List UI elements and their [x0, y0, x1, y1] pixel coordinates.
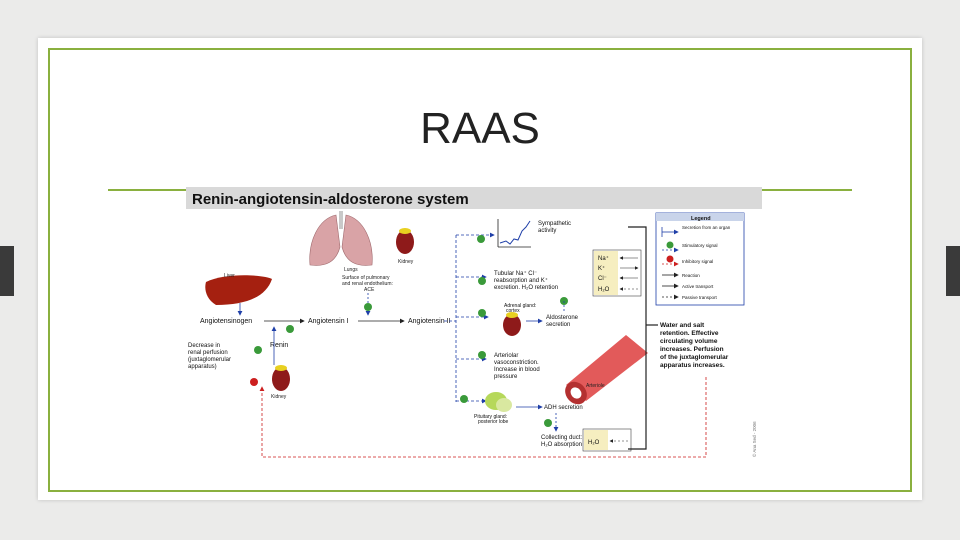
lungs-icon — [309, 211, 373, 266]
tubular-stimulus-icon — [478, 277, 486, 285]
pituitary-label-2: posterior lobe — [478, 419, 509, 425]
pituitary-icon — [485, 392, 512, 412]
angiotensin-1-label: Angiotensin I — [308, 318, 349, 325]
right-tab-decoration — [946, 246, 960, 296]
angiotensin-2-label: Angiotensin II — [408, 318, 450, 325]
sympathetic-graph-icon — [497, 219, 531, 248]
legend-item-secretion: Secretion from an organ — [682, 225, 731, 230]
summary-line-6: apparatus increases. — [660, 362, 725, 369]
legend-item-passive: Passive transport — [682, 295, 718, 300]
legend-item-active: Active transport — [682, 284, 714, 289]
legend-item-stimulatory: Stimulatory signal — [682, 243, 718, 248]
kidney-icon-top — [396, 228, 414, 254]
tubular-label-3: excretion. H₂O retention — [494, 285, 558, 291]
diagram-header-bar — [186, 187, 762, 209]
sympathetic-label-1: Sympathetic — [538, 221, 571, 227]
aldosterone-label-1: Aldosterone — [546, 315, 579, 321]
arteriolar-label-2: vasoconstriction. — [494, 360, 539, 366]
summary-line-2: retention. Effective — [660, 330, 719, 337]
arteriole-label: Arteriole — [586, 383, 605, 389]
sympathetic-label-2: activity — [538, 228, 556, 234]
legend-stimulatory-icon — [666, 241, 674, 249]
pituitary-stimulus-icon — [460, 395, 468, 403]
adrenal-label-1: Adrenal gland: — [504, 303, 536, 309]
legend-header-bar — [656, 213, 744, 221]
h2o-label: H₂O — [588, 440, 600, 446]
ace-label-2: and renal endothelium: — [342, 281, 393, 287]
legend-title: Legend — [691, 216, 711, 222]
ion-h2o: H₂O — [598, 287, 610, 293]
ion-na: Na⁺ — [598, 255, 609, 262]
summary-line-4: increases. Perfusion — [660, 346, 724, 353]
feedback-loop — [259, 377, 707, 458]
summary-line-1: Water and salt — [660, 322, 705, 329]
ace-stimulus-icon — [364, 303, 372, 311]
angiotensinogen-label: Angiotensinogen — [200, 318, 252, 325]
renin-stimulus-icon — [286, 325, 294, 333]
adh-label: ADH secretion — [544, 405, 583, 411]
credit-label: © Ana Sed - 2006 — [751, 421, 757, 457]
adrenal-kidney-icon — [503, 312, 521, 336]
kidney-label-bottom: Kidney — [271, 394, 287, 400]
kidney-icon-bottom — [272, 365, 290, 391]
aldosterone-label-2: secretion — [546, 322, 570, 328]
summary-bracket — [628, 226, 647, 450]
inhibitory-signal-icon — [250, 378, 258, 386]
legend-inhibitory-icon — [666, 255, 674, 263]
collecting-label-2: H₂O absorption — [541, 442, 582, 448]
ion-cl: Cl⁻ — [598, 276, 607, 282]
legend-item-inhibitory: Inhibitory signal — [682, 259, 713, 264]
ion-k: K⁺ — [598, 265, 605, 272]
legend-item-reaction: Reaction — [682, 273, 700, 278]
liver-icon — [205, 275, 272, 305]
sympathetic-stimulus-icon — [477, 235, 485, 243]
title-rule-left — [108, 189, 186, 191]
renin-label: Renin — [270, 342, 288, 349]
raas-diagram: Renin-angiotensin-aldosterone system Lun… — [186, 187, 762, 462]
ace-label-1: Surface of pulmonary — [342, 275, 390, 281]
lungs-label: Lungs — [344, 267, 358, 273]
title-rule-right — [762, 189, 852, 191]
adrenal-stimulus-icon — [478, 309, 486, 317]
arteriolar-label-4: pressure — [494, 374, 518, 380]
summary-line-5: of the juxtaglomerular — [660, 354, 729, 361]
perfusion-stimulus-icon — [254, 346, 262, 354]
collecting-label-1: Collecting duct: — [541, 435, 582, 441]
slide-frame — [48, 48, 912, 492]
arteriolar-stimulus-icon — [478, 351, 486, 359]
collecting-stimulus-icon — [544, 419, 552, 427]
perfusion-label-4: apparatus) — [188, 364, 217, 370]
tubular-label-2: reabsorption and K⁺ — [494, 277, 548, 284]
arteriolar-label-3: Increase in blood — [494, 367, 540, 373]
perfusion-label-3: (juxtaglomerular — [188, 357, 231, 363]
summary-line-3: circulating volume — [660, 338, 718, 345]
tubular-label-1: Tubular Na⁺ Cl⁻ — [494, 270, 537, 277]
perfusion-label-2: renal perfusion — [188, 350, 228, 356]
arteriolar-label-1: Arteriolar — [494, 353, 518, 359]
arteriole-icon — [565, 335, 648, 405]
liver-label: Liver — [224, 273, 235, 279]
ace-label-3: ACE — [364, 287, 375, 293]
left-tab-decoration — [0, 246, 14, 296]
pituitary-label-1: Pituitary gland: — [474, 414, 507, 420]
slide-title: RAAS — [420, 104, 540, 153]
perfusion-label-1: Decrease in — [188, 343, 220, 349]
ion-box-fill — [594, 251, 618, 295]
h2o-box-fill — [584, 430, 608, 450]
adrenal-label-2: cortex — [506, 308, 520, 314]
diagram-header: Renin-angiotensin-aldosterone system — [192, 191, 469, 208]
kidney-label-top: Kidney — [398, 259, 414, 265]
